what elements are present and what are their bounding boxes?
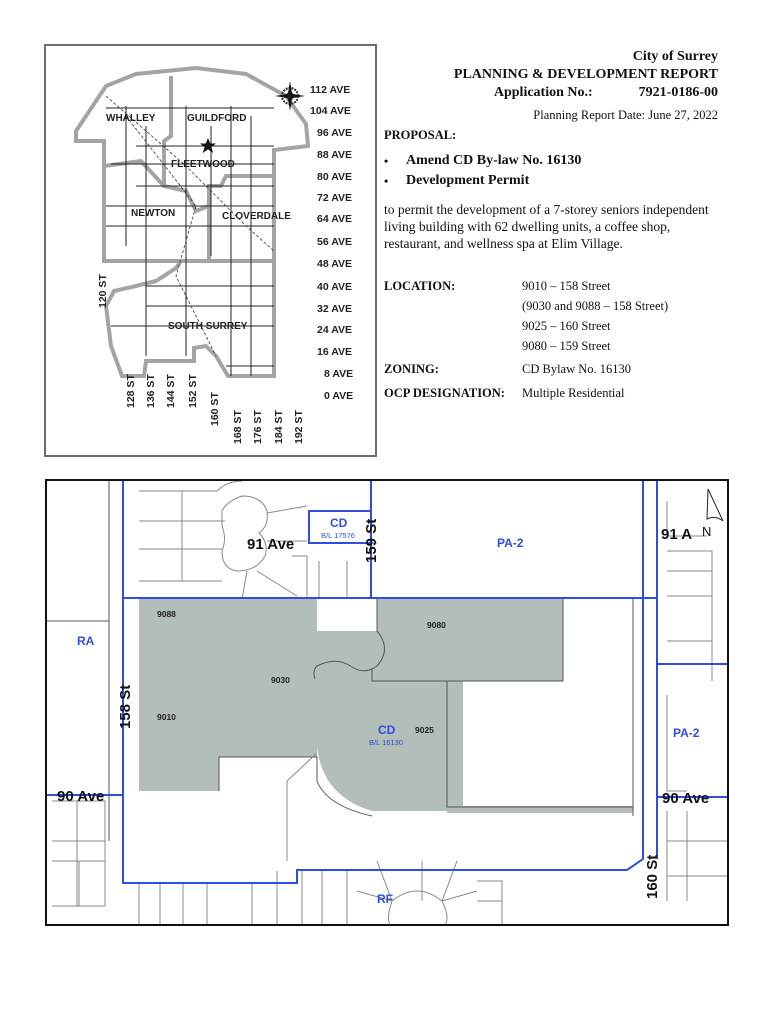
svg-text:176 ST: 176 ST [252, 410, 264, 444]
location-line: 9080 – 159 Street [522, 339, 611, 353]
location-line: 9010 – 158 Street [522, 279, 611, 293]
zone-label-ra: RA [77, 634, 95, 648]
svg-text:136 ST: 136 ST [145, 374, 157, 408]
proposal-section: PROPOSAL: • Amend CD By-law No. 16130 • … [384, 128, 724, 252]
address-label: 9080 [427, 620, 446, 630]
address-label: 9088 [157, 609, 176, 619]
application-number: 7921-0186-00 [638, 85, 718, 100]
lot-lines [47, 481, 634, 861]
application-number-row: Application No.: 7921-0186-00 [454, 84, 718, 102]
street-label-91a-ave: 91 A [661, 526, 692, 543]
street-label-90-ave-west: 90 Ave [57, 788, 104, 805]
compass-rose-icon [275, 81, 305, 111]
south-lots [138, 860, 503, 924]
proposal-bullet: • Amend CD By-law No. 16130 [384, 151, 724, 171]
svg-text:64 AVE: 64 AVE [317, 213, 352, 225]
bullet-icon: • [384, 174, 389, 188]
site-map: 91 Ave 159 St 91 A 158 St 90 Ave 90 Ave … [45, 479, 729, 926]
proposal-description: to permit the development of a 7-storey … [384, 202, 709, 251]
neighbourhood-label: GUILDFORD [187, 113, 246, 124]
svg-text:80 AVE: 80 AVE [317, 171, 352, 183]
street-label-159-st: 159 St [363, 519, 380, 563]
ocp-label: OCP DESIGNATION: [384, 386, 505, 400]
ocp-value: Multiple Residential [522, 386, 625, 400]
neighbourhood-label: CLOVERDALE [222, 211, 291, 222]
road-grid [106, 106, 274, 376]
location-line: 9025 – 160 Street [522, 319, 611, 333]
star-marker-icon [200, 138, 216, 153]
svg-text:24 AVE: 24 AVE [317, 324, 352, 336]
key-map: WHALLEY GUILDFORD FLEETWOOD NEWTON CLOVE… [44, 44, 377, 457]
zone-bylaw-north: B/L 17576 [321, 531, 355, 540]
proposal-bullets: • Amend CD By-law No. 16130 • Developmen… [384, 151, 724, 191]
svg-text:32 AVE: 32 AVE [317, 303, 352, 315]
neighbourhood-label: NEWTON [131, 208, 175, 219]
street-label-90-ave-east: 90 Ave [662, 790, 709, 807]
svg-text:128 ST: 128 ST [125, 374, 137, 408]
svg-text:160 ST: 160 ST [209, 392, 221, 426]
neighbourhood-label: FLEETWOOD [171, 159, 235, 170]
report-title: PLANNING & DEVELOPMENT REPORT [453, 67, 718, 82]
zone-label-pa2-east: PA-2 [673, 726, 700, 740]
svg-text:104 AVE: 104 AVE [310, 105, 351, 117]
svg-text:8 AVE: 8 AVE [324, 368, 353, 380]
location-values: 9010 – 158 Street (9030 and 9088 – 158 S… [522, 276, 668, 356]
svg-text:72 AVE: 72 AVE [317, 192, 352, 204]
east-lots [666, 501, 727, 901]
neighbourhood-label: SOUTH SURREY [168, 321, 248, 332]
zoning-boundaries [47, 481, 727, 884]
report-header: City of Surrey PLANNING & DEVELOPMENT RE… [454, 48, 718, 124]
zoning-row: ZONING: CD Bylaw No. 16130 [384, 359, 724, 379]
address-label: 9010 [157, 712, 176, 722]
svg-text:168 ST: 168 ST [232, 410, 244, 444]
location-line: (9030 and 9088 – 158 Street) [522, 299, 669, 313]
org-name: City of Surrey [632, 49, 718, 64]
property-details: LOCATION: 9010 – 158 Street (9030 and 90… [384, 276, 724, 403]
north-arrow-icon: N [702, 488, 724, 539]
avenue-labels: 112 AVE 104 AVE 96 AVE 88 AVE 80 AVE 72 … [310, 84, 353, 402]
location-row: LOCATION: 9010 – 158 Street (9030 and 90… [384, 276, 724, 356]
ocp-row: OCP DESIGNATION: Multiple Residential [384, 383, 724, 403]
svg-text:152 ST: 152 ST [187, 374, 199, 408]
zone-bylaw-subject: B/L 16130 [369, 738, 403, 747]
address-label: 9030 [271, 675, 290, 685]
svg-text:120 ST: 120 ST [97, 274, 109, 308]
svg-text:56 AVE: 56 AVE [317, 236, 352, 248]
zone-label-cd-north: CD [330, 516, 348, 530]
svg-text:88 AVE: 88 AVE [317, 149, 352, 161]
street-labels: 120 ST 128 ST 136 ST 144 ST 152 ST 160 S… [97, 274, 305, 444]
zone-label-rf: RF [377, 892, 393, 906]
proposal-title: PROPOSAL: [384, 128, 457, 142]
key-map-graphic: WHALLEY GUILDFORD FLEETWOOD NEWTON CLOVE… [74, 65, 353, 444]
fleetwood-boundary [162, 76, 274, 214]
svg-text:48 AVE: 48 AVE [317, 258, 352, 270]
street-label-158-st: 158 St [117, 685, 134, 729]
svg-text:96 AVE: 96 AVE [317, 127, 352, 139]
proposal-bullet: • Development Permit [384, 171, 724, 191]
svg-text:0 AVE: 0 AVE [324, 390, 353, 402]
site-map-graphic: 91 Ave 159 St 91 A 158 St 90 Ave 90 Ave … [47, 481, 727, 924]
address-label: 9025 [415, 725, 434, 735]
svg-text:16 AVE: 16 AVE [317, 346, 352, 358]
zoning-label: ZONING: [384, 362, 439, 376]
neighbourhood-label: WHALLEY [106, 113, 156, 124]
svg-text:N: N [702, 524, 711, 539]
city-boundary [74, 65, 311, 378]
svg-text:144 ST: 144 ST [165, 374, 177, 408]
north-lots [139, 481, 377, 600]
svg-text:184 ST: 184 ST [273, 410, 285, 444]
west-lots [52, 800, 106, 907]
report-date: Planning Report Date: June 27, 2022 [533, 108, 718, 122]
street-label-91-ave: 91 Ave [247, 536, 294, 553]
svg-text:40 AVE: 40 AVE [317, 281, 352, 293]
svg-text:112 AVE: 112 AVE [310, 84, 350, 96]
application-label: Application No.: [493, 85, 593, 100]
bullet-icon: • [384, 154, 389, 168]
zoning-value: CD Bylaw No. 16130 [522, 362, 632, 376]
zone-label-pa2-north: PA-2 [497, 536, 524, 550]
location-label: LOCATION: [384, 279, 456, 293]
svg-text:192 ST: 192 ST [293, 410, 305, 444]
street-label-160-st: 160 St [644, 855, 661, 899]
zone-label-cd-subject: CD [378, 723, 396, 737]
